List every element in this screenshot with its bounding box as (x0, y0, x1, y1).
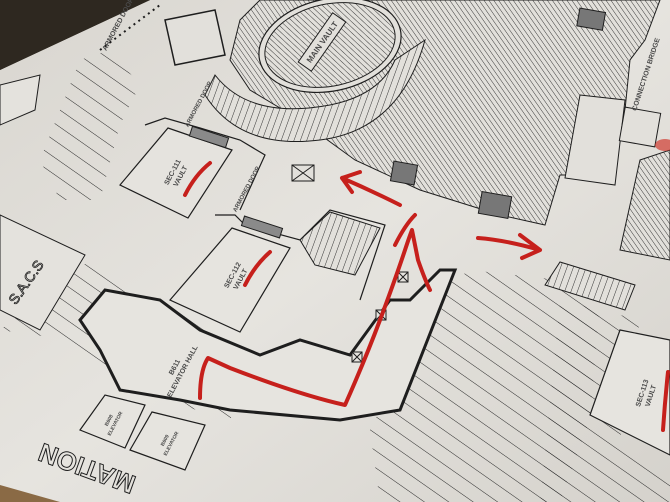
pillar (576, 7, 607, 31)
elevator-hall-room[interactable] (78, 268, 458, 422)
marker-route-branch (393, 213, 417, 247)
table-bottom (0, 485, 60, 502)
pillar (477, 190, 513, 220)
pillar (389, 160, 419, 186)
marker-arrow-right (476, 233, 542, 260)
red-marker-route (183, 139, 670, 432)
left-hatched-zone (40, 50, 140, 200)
marker-tick-sec-111 (183, 161, 212, 197)
right-stairs (544, 261, 636, 311)
marker-route-line (198, 228, 432, 407)
right-hatched-wing (619, 149, 670, 261)
table-corner (0, 0, 150, 70)
elevator-b609-label: B609 (160, 434, 171, 448)
right-room (564, 94, 626, 186)
elevator-b608[interactable] (79, 394, 146, 449)
marker-arrow-left (340, 170, 402, 207)
shaft-x-mark (291, 164, 315, 182)
marker-tick-sec-113 (661, 370, 670, 432)
sec-111-walls (144, 117, 266, 211)
elevator-b608-label: B608 (104, 414, 115, 428)
top-room (164, 9, 226, 66)
sec-111-vault-room[interactable] (119, 127, 233, 219)
logo-panel (0, 214, 86, 331)
sec-112-vault-room[interactable] (169, 227, 291, 333)
marker-tick-sec-112 (243, 250, 272, 287)
main-vault-stairs (204, 38, 426, 143)
stairs (299, 211, 381, 276)
top-wall-ticks (99, 4, 161, 51)
sec-113-vault-room[interactable] (589, 329, 670, 456)
main-vault-label-box (297, 12, 347, 72)
armored-door-2 (240, 215, 284, 239)
marker-pen-tip (655, 139, 670, 151)
right-box (618, 106, 662, 148)
elevator-b609[interactable] (129, 411, 206, 471)
armored-door-1 (188, 125, 230, 149)
left-info-panel (0, 74, 41, 126)
